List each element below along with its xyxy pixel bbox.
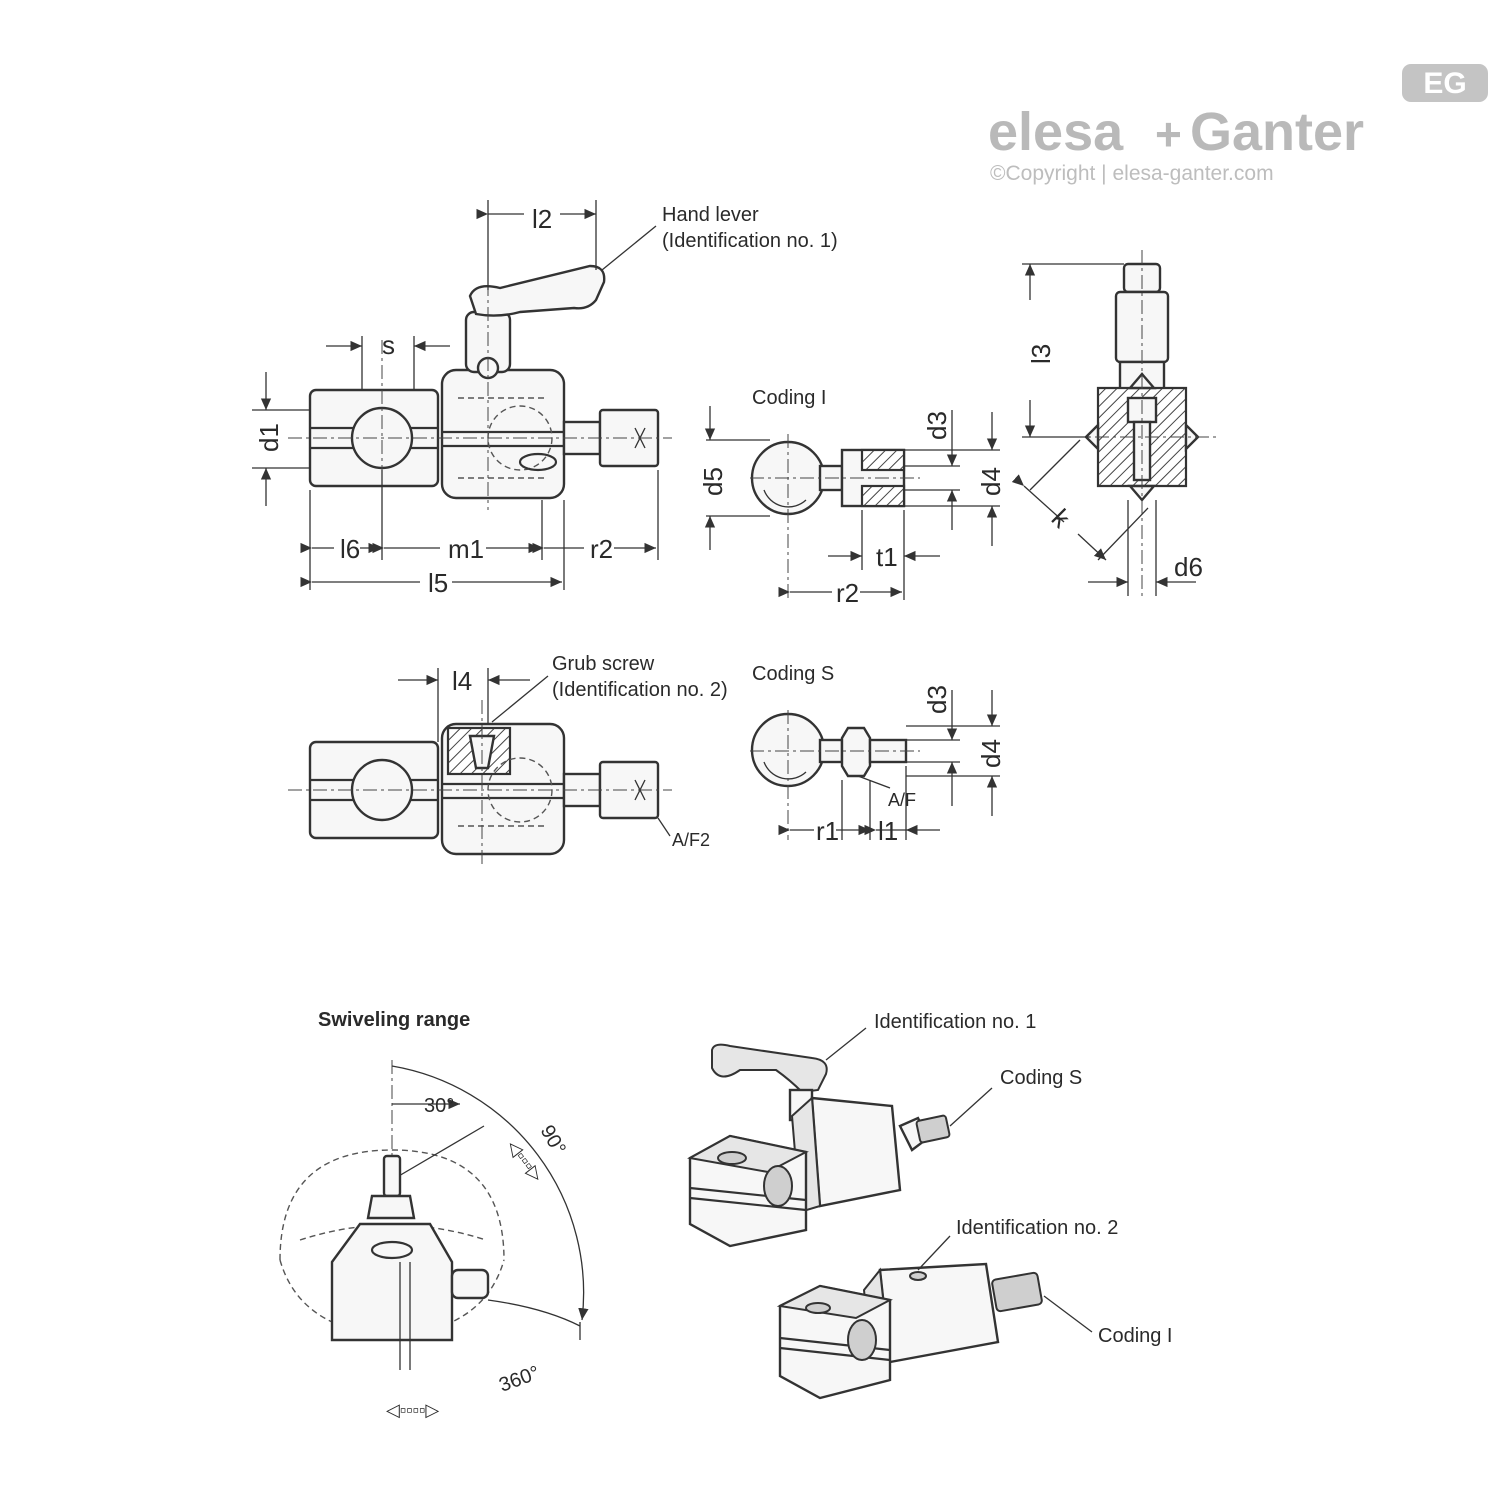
dim-l1: l1 [878, 816, 898, 846]
label-af: A/F [888, 790, 916, 810]
dim-s: s [382, 330, 395, 360]
label-af2: A/F2 [672, 830, 710, 850]
label-hand-lever-ident: (Identification no. 1) [662, 230, 838, 252]
coding-s-detail: Coding S d3 d4 A/F r1 l1 [750, 663, 1006, 846]
dim-l6: l6 [340, 534, 360, 564]
dim-r1: r1 [816, 816, 839, 846]
brand-logo: EG elesa + Ganter ©Copyright | elesa-gan… [988, 64, 1488, 185]
label-coding-s-iso: Coding S [1000, 1067, 1082, 1089]
front-view-dimensions: l2 Hand lever (Identification no. 1) s d… [252, 200, 838, 598]
isometric-ident-2: Identification no. 2 Coding I [776, 1217, 1173, 1400]
dim-d3: d3 [922, 411, 952, 440]
label-grub-screw: Grub screw [552, 653, 655, 675]
swivel-arrows-360: ◁▫▫▫▫▷ [386, 1400, 439, 1420]
angle-30: 30° [424, 1095, 454, 1117]
dim-l2: l2 [532, 204, 552, 234]
label-ident-1: Identification no. 1 [874, 1011, 1036, 1033]
label-coding-i-top: Coding I [752, 387, 827, 409]
swiveling-range-view: Swiveling range 30° 90° ◁▫▫▫▷ 360° ◁▫▫▫▫… [279, 1009, 589, 1420]
label-coding-s-mid: Coding S [752, 663, 834, 685]
dim-r2: r2 [590, 534, 613, 564]
dim-d4b: d4 [976, 739, 1006, 768]
logo-badge [1402, 64, 1488, 102]
dim-l3: l3 [1026, 344, 1056, 364]
dim-d4: d4 [976, 467, 1006, 496]
label-grub-screw-ident: (Identification no. 2) [552, 679, 728, 701]
label-hand-lever: Hand lever [662, 204, 759, 226]
label-ident-2: Identification no. 2 [956, 1217, 1118, 1239]
angle-90: 90° [536, 1122, 570, 1159]
side-section-view: l3 k d6 [1011, 250, 1220, 600]
label-coding-i-iso: Coding I [1098, 1325, 1173, 1347]
logo-brand-right: Ganter [1190, 102, 1364, 162]
logo-plus: + [1155, 108, 1182, 160]
logo-copyright: ©Copyright | elesa-ganter.com [990, 162, 1274, 185]
dim-d1: d1 [254, 423, 284, 452]
front-view-coding-s: l4 Grub screw (Identification no. 2) A/F… [288, 653, 728, 866]
front-view-coding-i [288, 264, 672, 510]
dim-d3b: d3 [922, 685, 952, 714]
logo-badge-text: EG [1423, 67, 1466, 100]
dim-d5: d5 [698, 467, 728, 496]
isometric-ident-1: Identification no. 1 Coding S [687, 1011, 1082, 1248]
dim-m1: m1 [448, 534, 484, 564]
angle-360: 360° [496, 1362, 542, 1397]
dim-l4: l4 [452, 666, 472, 696]
dim-k: k [1046, 503, 1077, 534]
dim-l5: l5 [428, 568, 448, 598]
dim-r2b: r2 [836, 578, 859, 608]
logo-brand-left: elesa [988, 102, 1124, 162]
swivel-arrows-90: ◁▫▫▫▷ [503, 1136, 548, 1185]
coding-i-detail: Coding I d5 d3 d4 t1 r2 [698, 387, 1006, 608]
label-swiveling-range: Swiveling range [318, 1009, 470, 1031]
dim-t1: t1 [876, 542, 898, 572]
dim-d6: d6 [1174, 552, 1203, 582]
